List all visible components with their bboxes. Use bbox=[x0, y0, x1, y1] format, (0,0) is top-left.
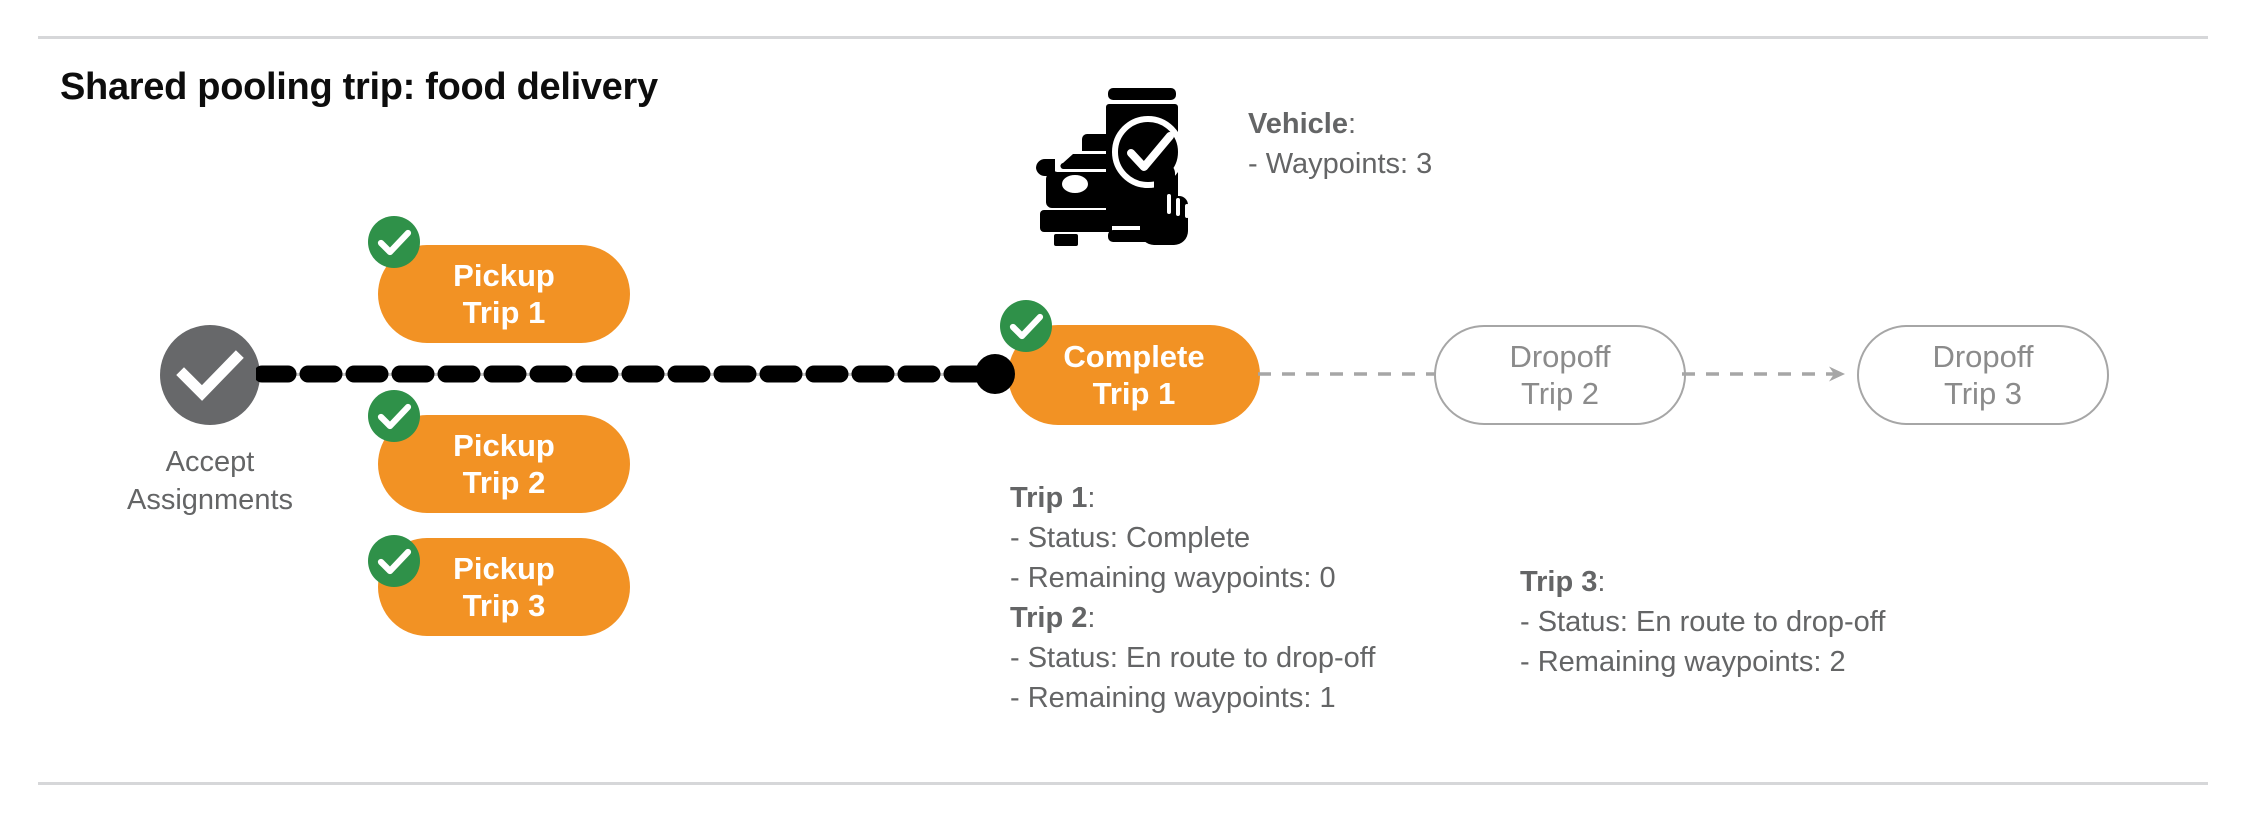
trip-3-status-row: - Status: En route to drop-off bbox=[1520, 606, 1886, 639]
connector-accept-to-complete bbox=[256, 365, 1008, 383]
trip-3-heading-row: Trip 3: bbox=[1520, 562, 1885, 602]
check-badge-icon bbox=[368, 535, 420, 587]
trip-1-heading-suffix: : bbox=[1087, 482, 1096, 514]
dropoff-2-line2: Trip 2 bbox=[1520, 376, 1600, 411]
check-badge-icon bbox=[1000, 300, 1052, 352]
trip-1-status-row: - Status: Complete bbox=[1010, 522, 1251, 555]
page-title: Shared pooling trip: food delivery bbox=[60, 66, 658, 108]
trip-1-heading: Trip 1 bbox=[1010, 482, 1088, 514]
trip-2-heading-row: Trip 2: bbox=[1010, 598, 1375, 638]
vehicle-heading: Vehicle bbox=[1248, 108, 1348, 140]
trip-3-waypoints-row: - Remaining waypoints: 2 bbox=[1520, 646, 1846, 679]
connector-dropoff2-to-dropoff3 bbox=[1682, 358, 1862, 390]
pickup-3-line2: Trip 3 bbox=[462, 588, 546, 623]
trip-2-heading: Trip 2 bbox=[1010, 602, 1088, 635]
route-endpoint-dot bbox=[975, 354, 1015, 394]
pickup-trip-1-node[interactable]: Pickup Trip 1 bbox=[378, 245, 630, 343]
dropoff-trip-3-node[interactable]: Dropoff Trip 3 bbox=[1857, 325, 2109, 425]
pickup-trip-2-node[interactable]: Pickup Trip 2 bbox=[378, 415, 630, 513]
complete-trip-1-node[interactable]: Complete Trip 1 bbox=[1008, 325, 1260, 425]
check-circle-icon bbox=[160, 325, 260, 425]
trip-2-heading-suffix: : bbox=[1087, 602, 1096, 635]
accept-assignments-label: Accept Assignments bbox=[60, 443, 360, 520]
dropoff-2-line1: Dropoff bbox=[1509, 338, 1611, 374]
pickup-2-line1: Pickup bbox=[453, 427, 555, 463]
trip-2-status-row: - Status: En route to drop-off bbox=[1010, 642, 1376, 675]
accept-label-line1: Accept bbox=[165, 446, 255, 478]
dropoff-trip-2-node[interactable]: Dropoff Trip 2 bbox=[1434, 325, 1686, 425]
pickup-3-line1: Pickup bbox=[453, 550, 555, 586]
accept-assignments-node[interactable] bbox=[160, 325, 260, 425]
dropoff-3-line2: Trip 3 bbox=[1943, 376, 2023, 411]
bottom-divider bbox=[38, 782, 2208, 785]
accept-label-line2: Assignments bbox=[126, 484, 293, 517]
complete-line2: Trip 1 bbox=[1092, 376, 1176, 411]
vehicle-info-heading-row: Vehicle: bbox=[1248, 104, 1432, 144]
pickup-1-line2: Trip 1 bbox=[462, 295, 546, 330]
trip-2-waypoints-row: - Remaining waypoints: 1 bbox=[1010, 682, 1336, 715]
check-badge-icon bbox=[368, 216, 420, 268]
vehicle-info-block: Vehicle: - Waypoints: 3 bbox=[1248, 104, 1432, 184]
pickup-1-line1: Pickup bbox=[453, 257, 555, 293]
connector-complete-to-dropoff2 bbox=[1258, 358, 1438, 390]
trip-3-heading: Trip 3 bbox=[1520, 566, 1598, 598]
trip-3-info-block: Trip 3: - Status: En route to drop-off -… bbox=[1520, 562, 1885, 682]
complete-line1: Complete bbox=[1063, 338, 1205, 374]
car-phone-check-icon bbox=[1030, 84, 1212, 246]
top-divider bbox=[38, 36, 2208, 39]
check-badge-icon bbox=[368, 390, 420, 442]
vehicle-heading-suffix: : bbox=[1347, 108, 1357, 140]
pickup-trip-3-node[interactable]: Pickup Trip 3 bbox=[378, 538, 630, 636]
trip-1-waypoints-row: - Remaining waypoints: 0 bbox=[1010, 562, 1336, 595]
vehicle-waypoints-row: - Waypoints: 3 bbox=[1248, 148, 1433, 181]
trip-1-2-info-block: Trip 1: - Status: Complete - Remaining w… bbox=[1010, 478, 1375, 718]
trip-3-heading-suffix: : bbox=[1597, 566, 1606, 598]
dropoff-3-line1: Dropoff bbox=[1932, 338, 2034, 374]
pickup-2-line2: Trip 2 bbox=[462, 465, 546, 500]
trip-1-heading-row: Trip 1: bbox=[1010, 478, 1375, 518]
